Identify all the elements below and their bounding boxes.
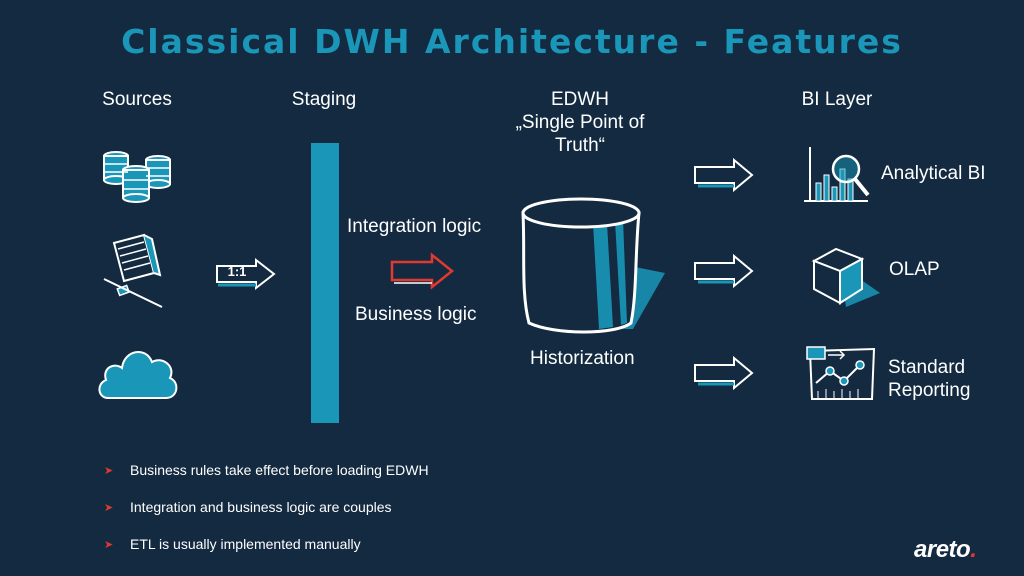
bullet-arrow-icon: ➤ xyxy=(104,501,114,514)
copy-arrow-icon xyxy=(216,257,276,291)
bi-arrow-reporting-icon xyxy=(694,355,754,391)
databases-icon xyxy=(103,151,171,203)
logo-dot: . xyxy=(970,536,977,563)
bullet-item: ➤ Integration and business logic are cou… xyxy=(104,497,429,517)
standard-reporting-label: Standard Reporting xyxy=(888,356,970,402)
bullet-text: Integration and business logic are coupl… xyxy=(130,499,392,515)
logo-text: areto xyxy=(914,536,971,563)
copy-arrow-label: 1:1 xyxy=(227,264,247,279)
historization-label: Historization xyxy=(530,348,635,369)
edwh-heading-line2: „Single Point of xyxy=(515,112,645,133)
olap-cube-icon xyxy=(811,247,880,307)
bi-arrow-analytical-icon xyxy=(694,157,754,193)
bullet-text: ETL is usually implemented manually xyxy=(130,536,361,552)
bullet-text: Business rules take effect before loadin… xyxy=(130,462,429,478)
logic-arrow-icon xyxy=(390,252,455,290)
standard-reporting-line2: Reporting xyxy=(888,380,971,401)
staging-heading: Staging xyxy=(291,89,357,110)
cloud-icon xyxy=(98,351,178,399)
analytical-bi-label: Analytical BI xyxy=(881,163,986,184)
edwh-heading-line1: EDWH xyxy=(550,89,610,110)
bullet-arrow-icon: ➤ xyxy=(104,464,114,477)
sources-heading: Sources xyxy=(102,89,172,110)
edwh-heading-line3: Truth“ xyxy=(555,135,605,156)
business-logic-label: Business logic xyxy=(355,304,477,325)
analytics-chart-icon xyxy=(804,147,870,202)
staging-bar xyxy=(311,143,339,423)
slide-title: Classical DWH Architecture - Features xyxy=(121,22,903,61)
feature-bullet-list: ➤ Business rules take effect before load… xyxy=(104,460,429,571)
bullet-arrow-icon: ➤ xyxy=(104,538,114,551)
standard-reporting-line1: Standard xyxy=(888,357,966,378)
bullet-item: ➤ Business rules take effect before load… xyxy=(104,460,429,480)
olap-label: OLAP xyxy=(889,259,940,280)
integration-logic-label: Integration logic xyxy=(347,216,482,237)
bi-arrow-olap-icon xyxy=(694,253,754,289)
edwh-database-icon xyxy=(521,197,665,334)
bi-layer-heading: BI Layer xyxy=(801,89,873,110)
edwh-heading: EDWH „Single Point of Truth“ xyxy=(500,88,660,157)
bullet-item: ➤ ETL is usually implemented manually xyxy=(104,534,429,554)
areto-logo: areto. xyxy=(914,536,977,564)
server-rack-icon xyxy=(103,233,163,308)
report-chart-icon xyxy=(806,346,876,400)
